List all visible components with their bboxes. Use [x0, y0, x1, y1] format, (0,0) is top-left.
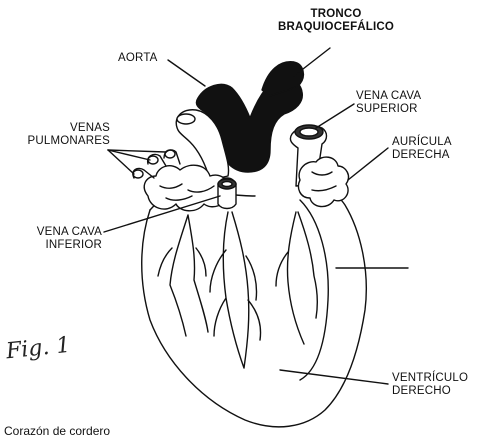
interventricular-line — [300, 200, 328, 380]
label-vena-cava-superior: VENA CAVA SUPERIOR — [356, 90, 421, 116]
heart-outline — [142, 185, 367, 427]
coronary-vessels-left — [158, 215, 208, 336]
label-aorta: AORTA — [118, 52, 158, 65]
leader-aorta — [168, 60, 205, 86]
label-venas-pulmonares: VENAS PULMONARES — [16, 122, 110, 148]
leader-ventriculo-derecho — [280, 370, 388, 384]
auricula-derecha — [298, 157, 348, 207]
label-tronco-line2: BRAQUIOCEFÁLICO — [278, 21, 394, 34]
label-tronco-braquiocefalico: TRONCO BRAQUIOCEFÁLICO — [278, 8, 394, 34]
coronary-vessels-right — [276, 212, 317, 344]
label-vena-cava-inferior: VENA CAVA INFERIOR — [10, 226, 102, 252]
label-ventriculo-derecho: VENTRÍCULO DERECHO — [392, 372, 468, 398]
label-tronco-line1: TRONCO — [278, 8, 394, 21]
leader-auricula-derecha — [348, 148, 388, 180]
leader-vena-cava-superior — [316, 104, 354, 128]
coronary-vessels-center — [210, 212, 261, 368]
leader-tronco — [294, 48, 330, 76]
label-auricula-derecha: AURÍCULA DERECHA — [392, 136, 452, 162]
figure-caption: Corazón de cordero — [4, 424, 110, 438]
